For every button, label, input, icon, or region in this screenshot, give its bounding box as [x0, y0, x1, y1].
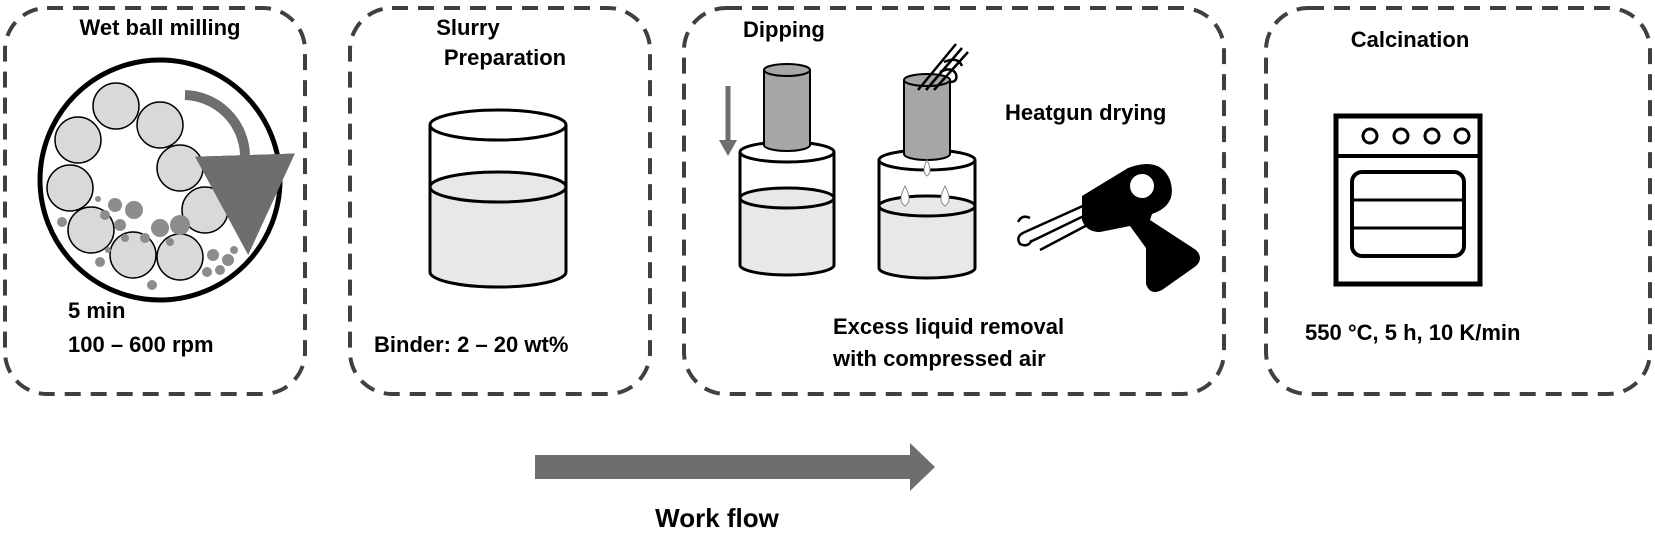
ball-milling-time: 5 min — [68, 298, 125, 323]
dipping-drying-icon — [877, 73, 977, 280]
removal-line2: with compressed air — [832, 346, 1046, 371]
dip-direction-arrow — [719, 86, 737, 156]
panel-dipping: Dipping — [682, 6, 1226, 396]
oven-icon — [1333, 113, 1483, 287]
ball-milling-title: Wet ball milling — [80, 15, 241, 40]
removal-line1: Excess liquid removal — [833, 314, 1064, 339]
slurry-title-line2: Preparation — [444, 45, 566, 70]
dipping-rod-icon — [738, 63, 836, 277]
dipping-title: Dipping — [743, 17, 825, 42]
workflow-label: Work flow — [655, 503, 780, 533]
ball-mill-icon — [37, 57, 295, 303]
slurry-title-line1: Slurry — [436, 15, 500, 40]
compressed-air-icon — [917, 43, 969, 91]
calcination-title: Calcination — [1351, 27, 1470, 52]
panel-ball-milling: Wet ball milling — [3, 6, 307, 396]
heatgun-label: Heatgun drying — [1005, 100, 1166, 125]
heatgun-icon — [1016, 164, 1200, 292]
beaker-icon — [428, 108, 568, 289]
ball-milling-speed: 100 – 600 rpm — [68, 332, 214, 357]
panel-calcination: Calcination 550 °C, 5 h, 10 K/min — [1264, 6, 1652, 396]
panel-slurry: Slurry Preparation Binder: 2 – 20 wt% — [348, 6, 652, 396]
workflow-arrow-icon — [535, 443, 935, 491]
calcination-conditions: 550 °C, 5 h, 10 K/min — [1305, 320, 1520, 345]
slurry-binder: Binder: 2 – 20 wt% — [374, 332, 568, 357]
